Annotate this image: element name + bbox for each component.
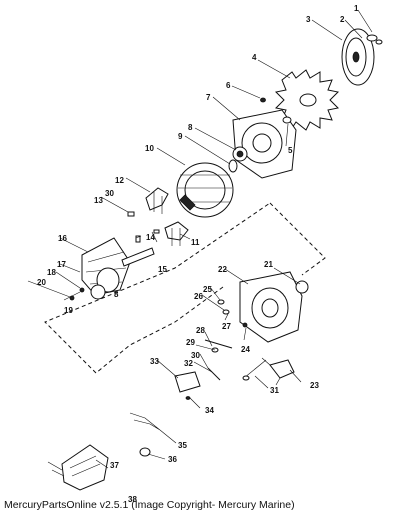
callout-38: 38 <box>128 495 137 504</box>
callout-30: 30 <box>191 351 200 360</box>
callout-33: 33 <box>150 357 159 366</box>
callout-8: 8 <box>188 123 193 132</box>
callout-10: 10 <box>145 144 154 153</box>
callout-14: 14 <box>146 233 155 242</box>
callout-30b: 30 <box>105 189 114 198</box>
callout-19: 19 <box>64 306 73 315</box>
callout-1: 1 <box>354 4 359 13</box>
front-housing <box>228 97 297 179</box>
leader-lines <box>27 9 373 469</box>
callout-22: 22 <box>218 265 227 274</box>
callout-35: 35 <box>178 441 187 450</box>
callout-4: 4 <box>252 53 257 62</box>
heat-sink <box>174 371 201 400</box>
callout-32: 32 <box>184 359 193 368</box>
callout-25: 25 <box>203 285 212 294</box>
callout-28: 28 <box>196 326 205 335</box>
pulley-assembly <box>341 28 383 86</box>
callout-36: 36 <box>168 455 177 464</box>
assembly-boundary-dashed <box>44 202 326 374</box>
callout-5: 5 <box>288 146 293 155</box>
callout-11: 11 <box>191 238 200 247</box>
image-caption: MercuryPartsOnline v2.5.1 (Image Copyrig… <box>4 499 295 511</box>
diode-trio <box>261 357 295 386</box>
callout-24: 24 <box>241 345 250 354</box>
callout-2: 2 <box>340 15 345 24</box>
callout-12: 12 <box>115 176 124 185</box>
callout-23: 23 <box>310 381 319 390</box>
brush-holder-set <box>127 187 189 246</box>
callout-20: 20 <box>37 278 46 287</box>
capacitor-leads <box>129 412 161 457</box>
fan <box>274 69 340 131</box>
callout-13: 13 <box>94 196 103 205</box>
callout-21: 21 <box>264 260 273 269</box>
callout-numbers: 1 2 3 4 5 6 7 8 8 9 10 11 12 13 14 15 16… <box>37 4 359 504</box>
callout-16: 16 <box>58 234 67 243</box>
callout-26: 26 <box>194 292 203 301</box>
callout-15: 15 <box>158 265 167 274</box>
callout-37: 37 <box>110 461 119 470</box>
callout-3: 3 <box>306 15 311 24</box>
screws-insulators <box>204 339 267 381</box>
rear-housing <box>217 271 309 343</box>
callout-17: 17 <box>57 260 66 269</box>
stator <box>176 162 234 218</box>
callout-31: 31 <box>270 386 279 395</box>
callout-7: 7 <box>206 93 211 102</box>
rotor <box>69 237 155 301</box>
callout-34: 34 <box>205 406 214 415</box>
callout-27: 27 <box>222 322 231 331</box>
callout-29: 29 <box>186 338 195 347</box>
callout-9: 9 <box>178 132 183 141</box>
callout-8b: 8 <box>114 290 119 299</box>
callout-6: 6 <box>226 81 231 90</box>
regulator <box>47 444 109 491</box>
callout-18: 18 <box>47 268 56 277</box>
